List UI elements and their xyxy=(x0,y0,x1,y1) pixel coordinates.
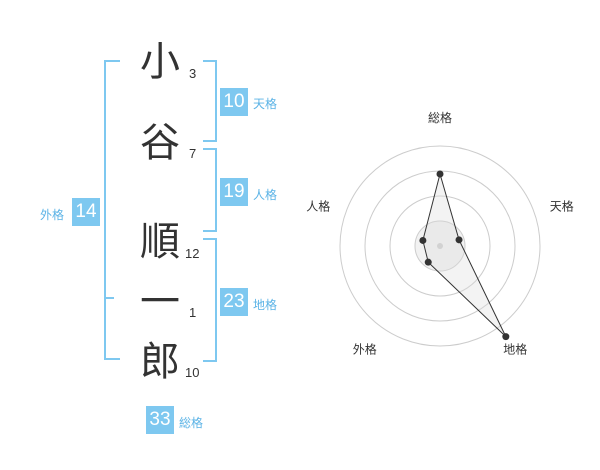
gaikaku-value-badge: 14 xyxy=(72,198,100,226)
radar-axis-label-3: 地格 xyxy=(503,342,527,357)
radar-axis-label-2: 天格 xyxy=(550,198,574,213)
gaikaku-label: 外格 xyxy=(40,208,65,222)
outer-bracket-bottom xyxy=(104,298,120,360)
radar-axis-label-5: 人格 xyxy=(306,198,330,213)
radar-point-3 xyxy=(502,333,510,341)
name-char-3: 順 xyxy=(140,219,180,265)
radar-point-5 xyxy=(419,236,427,244)
stroke-count-1: 3 xyxy=(189,66,197,81)
soukaku-label: 総格 xyxy=(179,416,204,430)
radar-point-2 xyxy=(455,236,463,244)
chikaku-label: 地格 xyxy=(253,298,278,312)
radar-point-1 xyxy=(436,170,444,178)
radar-axis-label-4: 外格 xyxy=(353,342,377,357)
outer-bracket-mid-tick xyxy=(104,297,114,299)
tenkaku-value-badge: 10 xyxy=(220,88,248,116)
jinkaku-bracket xyxy=(203,148,217,232)
tenkaku-bracket xyxy=(203,60,217,142)
radar-ring-2 xyxy=(389,195,491,297)
chikaku-value-badge: 23 xyxy=(220,288,248,316)
stroke-count-4: 1 xyxy=(189,305,197,320)
stroke-count-5: 10 xyxy=(185,365,200,380)
stroke-count-2: 7 xyxy=(189,146,197,161)
soukaku-value-badge: 33 xyxy=(146,406,174,434)
tenkaku-label: 天格 xyxy=(253,97,278,111)
name-char-1: 小 xyxy=(140,39,180,85)
jinkaku-label: 人格 xyxy=(253,188,278,202)
name-char-5: 郎 xyxy=(140,339,180,385)
jinkaku-value-badge: 19 xyxy=(220,178,248,206)
radar-ring-4 xyxy=(339,145,541,347)
radar-axis-label-1: 総格 xyxy=(428,110,452,125)
radar-point-4 xyxy=(424,258,432,266)
radar-series-polygon xyxy=(422,172,507,337)
name-char-4: 一 xyxy=(140,279,180,325)
chikaku-bracket xyxy=(203,238,217,362)
outer-bracket-top xyxy=(104,60,120,300)
stroke-count-3: 12 xyxy=(185,246,200,261)
radar-center xyxy=(437,243,443,249)
name-char-2: 谷 xyxy=(140,120,180,166)
